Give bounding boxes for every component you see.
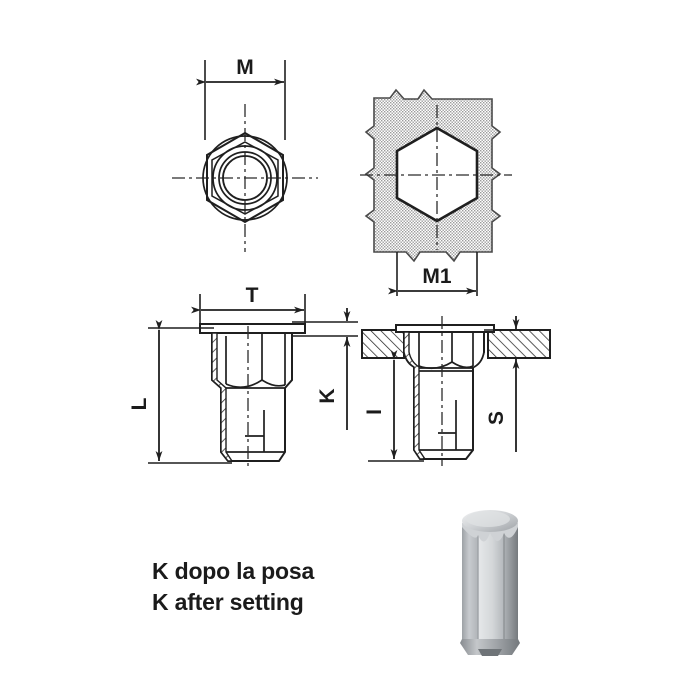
dimension-K: K xyxy=(292,308,358,430)
view-hex-end: M xyxy=(172,56,318,252)
section-hatch-wall-installed xyxy=(403,331,427,460)
flange-head-installed xyxy=(395,324,495,333)
dimension-label-L: L xyxy=(128,397,151,410)
dimension-I: I xyxy=(363,350,424,462)
dimension-M1: M1 xyxy=(388,252,478,296)
caption-english: K after setting xyxy=(152,589,304,616)
photo-base-shadow xyxy=(478,649,502,656)
centerlines-hex-end xyxy=(172,104,318,252)
dimension-label-M: M xyxy=(236,56,254,79)
flange-head xyxy=(199,323,306,334)
photo-facet-left xyxy=(462,527,478,649)
photo-flange-base xyxy=(460,639,520,655)
hex-rivet-nut-photo xyxy=(460,510,520,656)
caption-block: K dopo la posa K after setting xyxy=(152,556,452,618)
dimension-label-K: K xyxy=(316,388,339,403)
photo-facet-mid xyxy=(478,531,504,650)
view-rivet-nut-installed: I S xyxy=(361,316,551,466)
thread-inner-circle xyxy=(218,151,272,205)
panel-left xyxy=(361,329,405,359)
panel-right xyxy=(487,329,551,359)
dimension-T: T xyxy=(191,284,306,328)
bore-circle xyxy=(222,155,268,201)
dimension-S: S xyxy=(484,316,540,452)
view-rivet-nut-section: T L K xyxy=(128,284,358,466)
dimension-label-M1: M1 xyxy=(422,265,451,288)
dimension-L: L xyxy=(128,320,232,464)
inner-hexagon xyxy=(211,141,279,215)
inner-bore-lines-installed xyxy=(419,370,473,451)
dimension-label-I: I xyxy=(363,409,386,415)
inner-bore-lines xyxy=(226,387,285,453)
internal-hex-lines-installed xyxy=(418,332,474,370)
photo-dome-highlight xyxy=(466,511,510,527)
dimension-label-S: S xyxy=(485,411,508,425)
dimension-label-T: T xyxy=(246,284,259,307)
internal-hex-lines xyxy=(225,333,286,389)
outer-hexagon xyxy=(206,131,284,224)
dimension-M: M xyxy=(196,56,286,140)
view-hex-hole-plate: M1 xyxy=(360,88,512,296)
thread-outer-circle xyxy=(212,145,278,211)
centerlines-hex-hole xyxy=(360,105,512,250)
caption-italian: K dopo la posa xyxy=(152,558,315,584)
section-hatch-wall xyxy=(211,332,234,462)
photo-facet-right xyxy=(504,527,518,650)
outer-circle xyxy=(202,135,288,221)
